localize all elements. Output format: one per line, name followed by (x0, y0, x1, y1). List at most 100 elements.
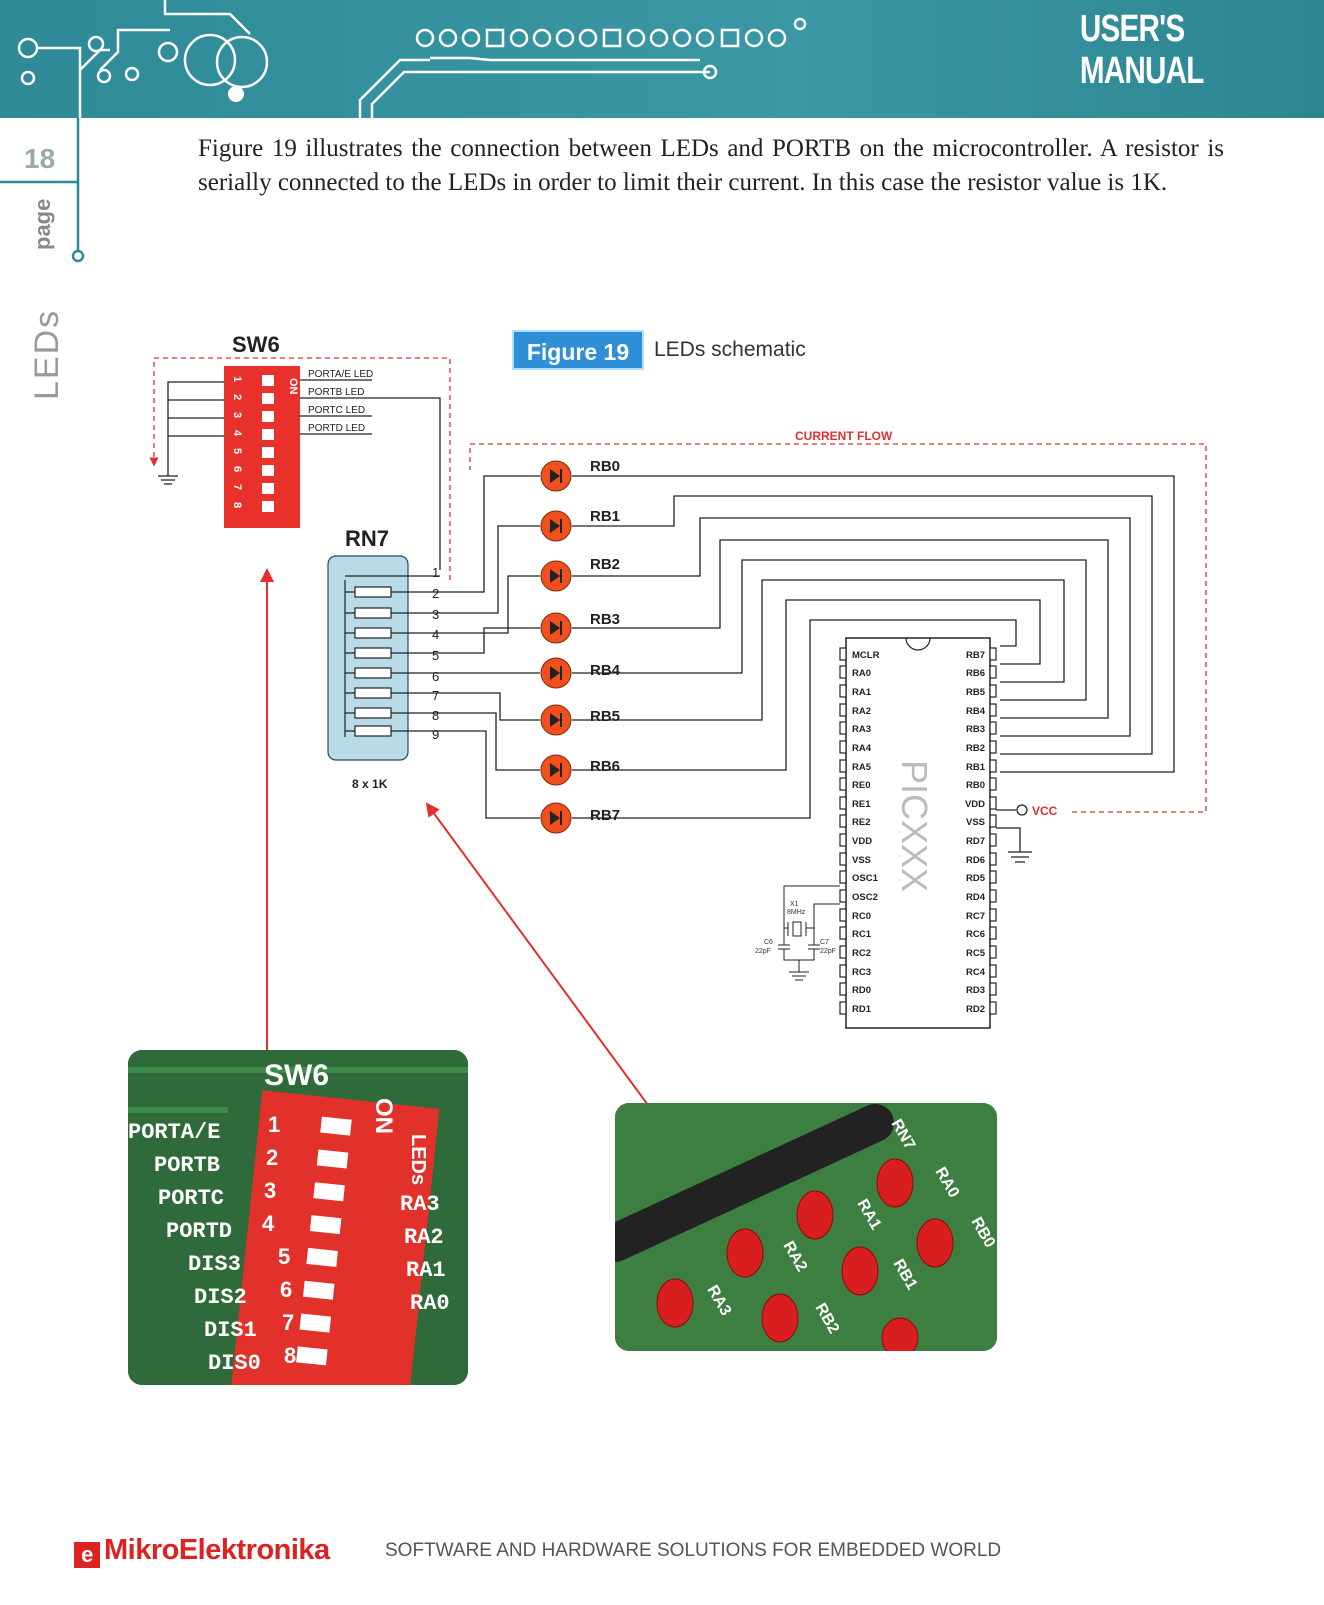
mcu-pin-l7: RA5 (852, 762, 872, 773)
page-number: 18 (24, 143, 56, 174)
photo-num-1: 1 (268, 1112, 280, 1137)
current-flow-label: CURRENT FLOW (795, 429, 893, 443)
photo-label-portb: PORTB (154, 1153, 220, 1178)
photo-right-ra3: RA3 (400, 1192, 440, 1217)
photo-label-porta: PORTA/E (128, 1120, 220, 1145)
mcu-pin-r15: RC7 (966, 911, 985, 922)
logo-text: MikroElektronika (104, 1534, 330, 1566)
dip-switch-photo-art: SW6 ON PORTA/E PORTB PORTC PORTD DIS3 DI… (128, 1050, 468, 1385)
logo-mark-icon: e (74, 1542, 100, 1568)
switch-num-1: 1 (231, 376, 243, 382)
mcu-pin-r11: RD7 (966, 836, 985, 847)
photo-right-ra2: RA2 (404, 1225, 444, 1250)
figure-caption: LEDs schematic (654, 338, 806, 361)
led-label-rb7: RB7 (590, 807, 620, 824)
photo-leds: RA0 RA1 RA2 RA3 RB0 RB1 RB2 RN7 (615, 1103, 997, 1351)
mcu-pin-r19: RD3 (966, 985, 985, 996)
mcu-pin-r10: VSS (966, 817, 985, 828)
mcu-pin-stubs (839, 647, 997, 1015)
mcu-pin-l3: RA1 (852, 687, 872, 698)
mcu-pin-l1: MCLR (852, 650, 880, 661)
mcu-pin-r7: RB1 (966, 762, 986, 773)
sidebar-line (0, 118, 85, 263)
photo-num-2: 2 (266, 1145, 278, 1170)
mcu-pin-r3: RB5 (966, 687, 986, 698)
rn-pin-7: 7 (432, 688, 439, 703)
switch-label-portc: PORTC LED (308, 405, 365, 416)
photo-label-dis3: DIS3 (188, 1252, 241, 1277)
mcu-pin-r8: RB0 (966, 780, 985, 791)
mcu-pin-l20: RD1 (852, 1004, 872, 1015)
mcu-pin-r17: RC5 (966, 948, 986, 959)
crystal-value: 8MHz (787, 909, 806, 916)
mcu-pin-l10: RE2 (852, 817, 870, 828)
mcu-pin-l13: OSC1 (852, 873, 879, 884)
resistor-name: RN7 (345, 526, 389, 551)
mcu-pin-l18: RC3 (852, 967, 871, 978)
switch-num-8: 8 (231, 502, 243, 508)
photo-side-label: LEDs (407, 1134, 429, 1185)
switch-num-5: 5 (231, 448, 243, 454)
switch-num-6: 6 (231, 466, 243, 472)
circuit-trace-decoration (17, 0, 807, 118)
switch-label-portd: PORTD LED (308, 423, 365, 434)
page-header: USER'S MANUAL (0, 0, 1324, 118)
led-label-rb2: RB2 (590, 556, 620, 573)
photo-num-6: 6 (280, 1277, 292, 1302)
rn-pin-3: 3 (432, 607, 439, 622)
rn-pin-4: 4 (432, 627, 439, 642)
photo-switch-title: SW6 (264, 1059, 329, 1092)
mcu-pin-r4: RB4 (966, 706, 986, 717)
rn-pin-6: 6 (432, 669, 439, 684)
mcu-pin-l6: RA4 (852, 743, 872, 754)
led-label-rb3: RB3 (590, 611, 620, 628)
photo-num-4: 4 (262, 1211, 275, 1236)
mcu-pin-l4: RA2 (852, 706, 871, 717)
mcu-pin-l8: RE0 (852, 780, 870, 791)
photo-label-portd: PORTD (166, 1219, 232, 1244)
footer-tagline: SOFTWARE AND HARDWARE SOLUTIONS FOR EMBE… (385, 1540, 1002, 1561)
vcc-label: VCC (1032, 804, 1058, 818)
intro-paragraph: Figure 19 illustrates the connection bet… (198, 135, 1224, 196)
leds-photo-art: RA0 RA1 RA2 RA3 RB0 RB1 RB2 RN7 (615, 1103, 997, 1351)
photo-label-dis0: DIS0 (208, 1351, 261, 1376)
mcu-pin-r12: RD6 (966, 855, 985, 866)
mcu-pin-r2: RB6 (966, 668, 985, 679)
led-label-rb1: RB1 (590, 508, 620, 525)
photo-label-portc: PORTC (158, 1186, 224, 1211)
mcu-pin-l15: RC0 (852, 911, 871, 922)
photo-right-ra0: RA0 (410, 1291, 450, 1316)
rn-pin-8: 8 (432, 708, 439, 723)
rn-pin-5: 5 (432, 648, 439, 663)
mcu-pin-l5: RA3 (852, 724, 871, 735)
led-label-rb5: RB5 (590, 708, 620, 725)
photo-dip-switch: SW6 ON PORTA/E PORTB PORTC PORTD DIS3 DI… (128, 1050, 468, 1385)
manual-title-line1: USER'S (1080, 8, 1185, 50)
cap1-value: 22pF (755, 948, 771, 955)
cap1-label: C6 (764, 939, 773, 946)
mcu-name: PICXXX (894, 760, 935, 892)
mcu-pin-r18: RC4 (966, 967, 986, 978)
mcu-pin-l16: RC1 (852, 929, 872, 940)
switch-label-portb: PORTB LED (308, 387, 365, 398)
mcu-pin-r9: VDD (965, 799, 985, 810)
led-label-rb4: RB4 (590, 662, 621, 679)
led-label-rb0: RB0 (590, 458, 620, 475)
mcu-pin-l14: OSC2 (852, 892, 878, 903)
switch-num-3: 3 (231, 412, 243, 418)
manual-title: USER'S MANUAL (1080, 8, 1205, 92)
photo-num-8: 8 (284, 1343, 296, 1368)
mcu-pin-l11: VDD (852, 836, 872, 847)
mcu-pin-l12: VSS (852, 855, 871, 866)
led-label-rb6: RB6 (590, 758, 620, 775)
photo-switch-on: ON (370, 1098, 397, 1134)
photo-num-7: 7 (282, 1310, 294, 1335)
rn-pin-2: 2 (432, 586, 439, 601)
figure-badge: Figure 19 (512, 330, 644, 370)
dip-switch-keys (262, 375, 274, 512)
photo-right-ra1: RA1 (406, 1258, 446, 1283)
rn-pin-1: 1 (432, 565, 439, 580)
mcu-pin-r16: RC6 (966, 929, 985, 940)
photo-label-dis1: DIS1 (204, 1318, 257, 1343)
